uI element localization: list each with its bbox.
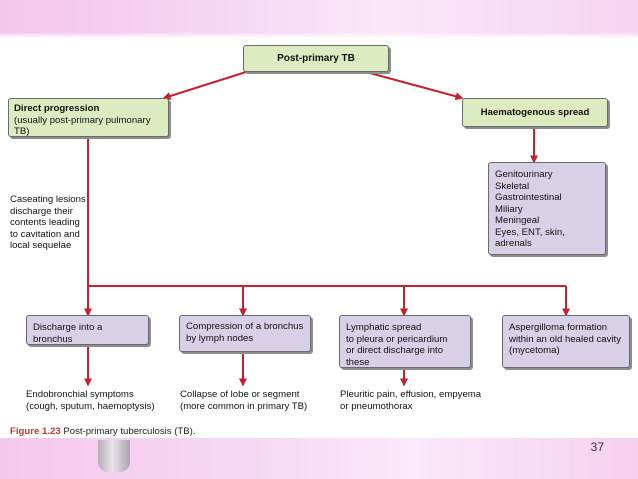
decorative-graphic bbox=[98, 440, 130, 472]
haematogenous-sites-node: Genitourinary Skeletal Gastrointestinal … bbox=[488, 162, 606, 255]
arrow-root-to-haem bbox=[365, 71, 464, 101]
direct-line-2: (usually post-primary pulmonary TB) bbox=[14, 114, 151, 138]
outcome-2-line-1: Compression of a bronchus bbox=[186, 321, 304, 332]
caseating-line-4: to cavitation and bbox=[10, 228, 80, 240]
result-1-line-1: Endobronchial symptoms bbox=[26, 389, 134, 400]
outcome-box-bronchus-compression: Compression of a bronchus by lymph nodes bbox=[179, 315, 311, 352]
outcome-4-line-1: Aspergilloma formation bbox=[509, 322, 608, 333]
haem-site-4: Miliary bbox=[495, 203, 523, 215]
result-1-line-2: (cough, sputum, haemoptysis) bbox=[26, 400, 155, 412]
figure-caption-text: Post-primary tuberculosis (TB). bbox=[63, 426, 196, 437]
direct-progression-node: Direct progression (usually post-primary… bbox=[8, 98, 169, 137]
figure-caption-label: Figure 1.23 bbox=[10, 426, 61, 437]
direct-line-1: Direct progression bbox=[14, 103, 100, 114]
result-pleuritic: Pleuritic pain, effusion, empyema or pne… bbox=[340, 389, 481, 412]
result-collapse: Collapse of lobe or segment (more common… bbox=[180, 389, 307, 412]
haem-site-6: Eyes, ENT, skin, adrenals bbox=[495, 226, 565, 250]
outcome-4-line-2: within an old healed cavity bbox=[509, 333, 621, 345]
haematogenous-node: Haematogenous spread bbox=[462, 98, 608, 127]
figure-caption: Figure 1.23 Post-primary tuberculosis (T… bbox=[10, 426, 196, 437]
caseating-line-3: contents leading bbox=[10, 217, 80, 228]
outcome-3-line-1: Lymphatic spread bbox=[346, 322, 422, 333]
top-decorative-band bbox=[0, 0, 638, 38]
haem-site-5: Meningeal bbox=[495, 215, 540, 226]
root-node: Post-primary TB bbox=[243, 45, 389, 72]
outcome-1-line-1: Discharge into a bronchus bbox=[33, 322, 103, 345]
outcome-2-line-2: by lymph nodes bbox=[186, 332, 254, 344]
arrow-root-to-direct bbox=[162, 71, 247, 100]
outcome-box-bronchus-discharge: Discharge into a bronchus bbox=[26, 315, 149, 345]
outcome-3-line-2: to pleura or pericardium bbox=[346, 333, 448, 345]
haem-site-2: Skeletal bbox=[495, 180, 530, 192]
result-2-line-1: Collapse of lobe or segment bbox=[180, 389, 300, 400]
caseating-line-1: Caseating lesions bbox=[10, 194, 86, 205]
haem-site-1: Genitourinary bbox=[495, 169, 553, 180]
caseating-line-5: local sequelae bbox=[10, 240, 72, 251]
result-3-line-2: or pneumothorax bbox=[340, 400, 413, 412]
haem-site-3: Gastrointestinal bbox=[495, 192, 562, 203]
caseating-line-2: discharge their bbox=[10, 205, 73, 217]
outcome-4-line-3: (mycetoma) bbox=[509, 345, 560, 356]
outcome-box-aspergilloma: Aspergilloma formation within an old hea… bbox=[502, 315, 630, 368]
caseating-lesions-text: Caseating lesions discharge their conten… bbox=[10, 194, 86, 252]
result-3-line-1: Pleuritic pain, effusion, empyema bbox=[340, 389, 482, 400]
outcome-box-lymphatic-spread: Lymphatic spread to pleura or pericardiu… bbox=[339, 315, 471, 368]
slide-number: 37 bbox=[590, 440, 604, 454]
result-endobronchial: Endobronchial symptoms (cough, sputum, h… bbox=[26, 389, 155, 412]
outcome-3-line-3: or direct discharge into these bbox=[346, 345, 444, 368]
result-2-line-2: (more common in primary TB) bbox=[180, 400, 308, 412]
